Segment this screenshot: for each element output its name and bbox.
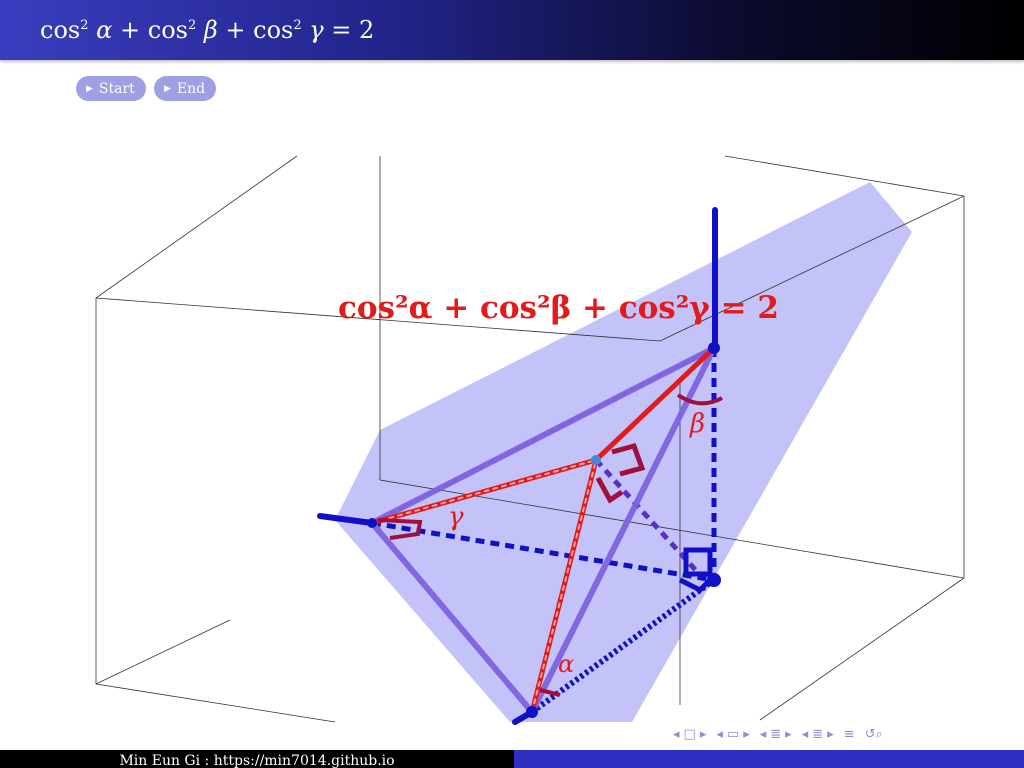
nav-left-icon[interactable]: ◂ xyxy=(759,726,767,742)
nav-right-icon[interactable]: ▸ xyxy=(827,726,834,742)
footer-author-text: Min Eun Gi : https://min7014.github.io xyxy=(119,753,395,768)
footer-bar xyxy=(514,750,1024,768)
search-icon[interactable]: ↺⌕ xyxy=(864,726,883,742)
navigation-bar: ◂ □ ▸ ◂ ▭ ▸ ◂ ≣ ▸ ◂ ≣ ▸ ≡ ↺⌕ xyxy=(672,724,884,744)
nav-right-icon[interactable]: ▸ xyxy=(785,726,792,742)
alpha-label: α xyxy=(558,650,574,678)
nav-right-icon[interactable]: ▸ xyxy=(699,726,707,742)
nav-left-icon[interactable]: ◂ xyxy=(716,726,723,742)
header-bar: cos2 α + cos2 β + cos2 γ = 2 xyxy=(0,0,1024,60)
subsection-icon[interactable]: ≣ xyxy=(812,726,824,742)
angle-arcs xyxy=(377,393,723,697)
frame-icon[interactable]: □ xyxy=(683,726,696,742)
nav-right-icon[interactable]: ▸ xyxy=(743,726,750,742)
equation-label: cos²α + cos²β + cos²γ = 2 xyxy=(338,290,779,326)
play-icon: ▶ xyxy=(164,83,171,94)
end-button-label: End xyxy=(176,80,206,97)
beta-label: β xyxy=(689,409,705,439)
nav-left-icon[interactable]: ◂ xyxy=(801,726,809,742)
shaded-plane xyxy=(335,182,912,722)
vertices xyxy=(367,342,721,718)
frame-icon[interactable]: ▭ xyxy=(726,726,740,742)
nav-left-icon[interactable]: ◂ xyxy=(673,726,680,742)
play-icon: ▶ xyxy=(86,83,93,94)
footer-author: Min Eun Gi : https://min7014.github.io xyxy=(0,750,514,768)
start-button-label: Start xyxy=(98,80,135,97)
section-icon[interactable]: ≣ xyxy=(770,726,782,742)
page-title: cos2 α + cos2 β + cos2 γ = 2 xyxy=(40,16,375,44)
end-button[interactable]: ▶ End xyxy=(154,76,217,101)
gamma-label: γ xyxy=(448,502,464,532)
align-icon[interactable]: ≡ xyxy=(843,726,855,742)
red-edges xyxy=(369,345,717,715)
bounding-box xyxy=(95,155,965,723)
triangle-edges xyxy=(369,345,717,715)
start-button[interactable]: ▶ Start xyxy=(76,76,146,101)
